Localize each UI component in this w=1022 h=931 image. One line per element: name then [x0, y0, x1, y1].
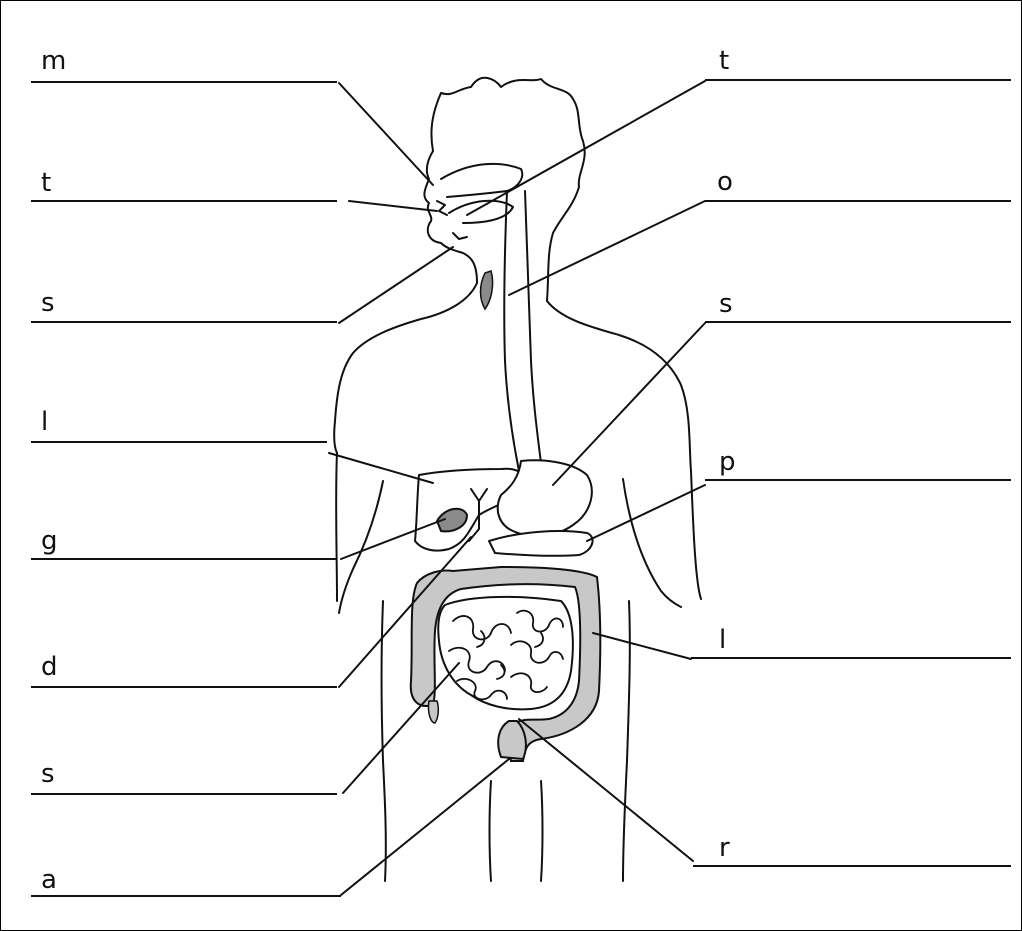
label-right-6: r — [719, 835, 730, 861]
label-left-1: m — [41, 48, 66, 74]
left-torso — [339, 481, 383, 613]
back-of-head — [547, 187, 579, 301]
label-right-1: t — [719, 48, 729, 74]
answer-line-right-4[interactable] — [705, 479, 1011, 481]
pancreas — [489, 531, 593, 556]
pointer-small-intestine — [343, 663, 459, 793]
pointer-oesophagus — [509, 201, 705, 295]
left-shoulder — [334, 283, 477, 453]
inner-legs — [490, 781, 543, 881]
answer-line-left-8[interactable] — [31, 895, 341, 897]
pointer-liver — [329, 453, 433, 483]
label-right-5: l — [719, 627, 726, 653]
label-right-4: p — [719, 449, 736, 475]
pointer-tongue — [467, 81, 705, 215]
answer-line-left-2[interactable] — [31, 200, 337, 202]
label-right-3: s — [719, 291, 733, 317]
answer-line-left-4[interactable] — [31, 441, 327, 443]
label-left-8: a — [41, 867, 57, 893]
answer-line-right-2[interactable] — [705, 200, 1011, 202]
pointer-salivary — [339, 247, 453, 323]
label-left-6: d — [41, 654, 58, 680]
pointer-teeth-left — [349, 201, 437, 211]
oesophagus — [504, 191, 541, 471]
answer-line-left-7[interactable] — [31, 793, 337, 795]
pointer-large-intestine — [593, 633, 691, 659]
label-left-3: s — [41, 290, 55, 316]
pointer-anus — [341, 759, 509, 895]
answer-line-right-6[interactable] — [693, 865, 1011, 867]
rectum — [498, 721, 526, 759]
answer-line-right-5[interactable] — [691, 657, 1011, 659]
label-left-4: l — [41, 409, 48, 435]
head-outline — [424, 151, 477, 283]
answer-line-left-3[interactable] — [31, 321, 337, 323]
label-left-7: s — [41, 761, 55, 787]
trachea-shade — [481, 271, 493, 309]
answer-line-left-6[interactable] — [31, 686, 337, 688]
pointer-rectum — [519, 719, 693, 861]
answer-line-right-1[interactable] — [705, 79, 1011, 81]
right-torso — [623, 479, 681, 607]
answer-line-left-5[interactable] — [31, 558, 337, 560]
label-left-2: t — [41, 170, 51, 196]
right-shoulder — [547, 301, 691, 471]
tongue — [449, 201, 513, 223]
left-hip — [382, 601, 386, 881]
answer-line-left-1[interactable] — [31, 81, 337, 83]
pointer-mouth — [339, 83, 433, 185]
label-left-5: g — [41, 528, 58, 554]
hair — [431, 78, 584, 187]
label-right-2: o — [717, 169, 733, 195]
left-arm — [336, 453, 337, 601]
nasal-cavity — [441, 164, 522, 197]
appendix — [428, 701, 438, 723]
pointer-stomach — [553, 323, 705, 485]
pointer-pancreas — [587, 485, 705, 541]
answer-line-right-3[interactable] — [705, 321, 1011, 323]
